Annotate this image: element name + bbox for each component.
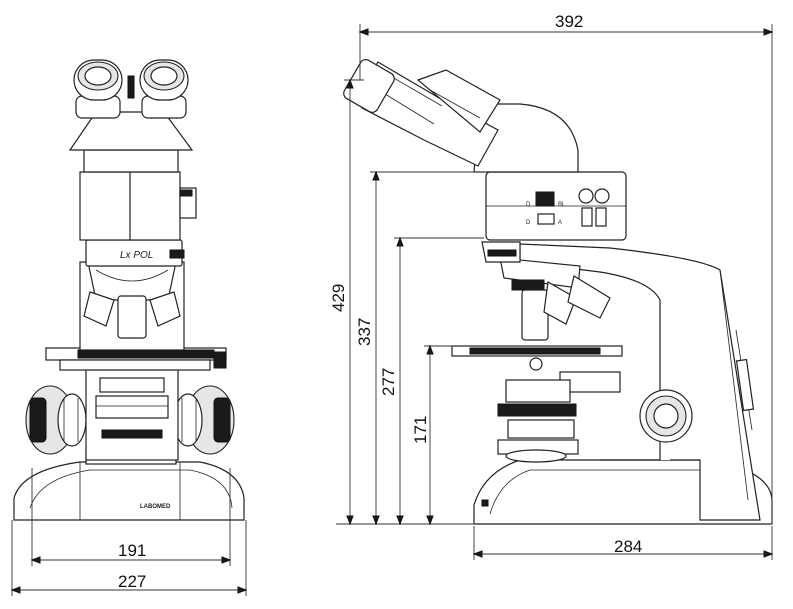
switch-d-bottom: D bbox=[526, 220, 531, 226]
front-width-inner-dimension: 191 bbox=[30, 468, 232, 566]
front-focus-knob-left bbox=[25, 385, 87, 455]
side-arm bbox=[519, 243, 761, 521]
front-base bbox=[13, 461, 245, 521]
switch-d-top: D bbox=[526, 202, 531, 208]
side-knob-top-right bbox=[594, 188, 610, 204]
dim-392: 392 bbox=[555, 12, 583, 31]
dim-284: 284 bbox=[614, 537, 642, 556]
side-focus-knob bbox=[639, 389, 693, 443]
dim-227: 227 bbox=[118, 572, 146, 591]
front-eyepiece-left bbox=[73, 59, 123, 119]
side-view: D BL D A 392 284 bbox=[329, 12, 774, 560]
brand-label: LABOMED bbox=[140, 504, 171, 510]
side-eyepiece-tube bbox=[359, 61, 499, 167]
model-label: Lx POL bbox=[120, 250, 153, 261]
switch-a: A bbox=[558, 220, 562, 226]
dim-337: 337 bbox=[355, 318, 374, 346]
front-eyepiece-right bbox=[139, 59, 189, 119]
switch-bl: BL bbox=[558, 202, 566, 208]
height-277-dimension: 277 bbox=[379, 236, 484, 526]
dim-277: 277 bbox=[379, 368, 398, 396]
side-width-dimension: 392 bbox=[358, 12, 774, 524]
front-view: LABOMED bbox=[10, 59, 248, 596]
dim-191: 191 bbox=[118, 541, 146, 560]
dim-429: 429 bbox=[329, 284, 348, 312]
height-337-dimension: 337 bbox=[355, 170, 486, 526]
height-171-dimension: 171 bbox=[411, 344, 452, 526]
dim-171: 171 bbox=[411, 416, 430, 444]
side-depth-dimension: 284 bbox=[472, 526, 774, 560]
height-429-dimension: 429 bbox=[329, 78, 474, 526]
front-focus-knob-right bbox=[173, 385, 235, 455]
front-width-outer-dimension: 227 bbox=[10, 520, 248, 596]
side-knob-top-left bbox=[578, 188, 594, 204]
